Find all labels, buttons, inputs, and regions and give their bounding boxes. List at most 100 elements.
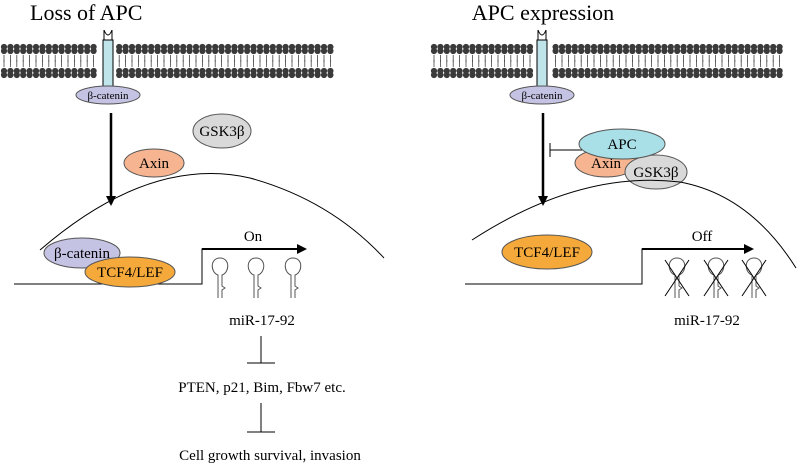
lipid-head bbox=[167, 47, 174, 55]
lipid-head bbox=[693, 71, 700, 79]
lipid-head bbox=[77, 71, 84, 79]
lipid-head bbox=[52, 47, 59, 55]
lipid-head bbox=[199, 71, 206, 79]
lipid-head bbox=[45, 47, 52, 55]
lipid-head bbox=[26, 71, 33, 79]
lipid-head bbox=[437, 47, 444, 55]
lipid-head bbox=[526, 71, 534, 79]
lipid-head bbox=[680, 71, 687, 79]
lipid-head bbox=[622, 47, 630, 55]
lipid-head bbox=[494, 71, 502, 79]
lipid-head bbox=[776, 71, 783, 79]
lipid-head bbox=[122, 47, 129, 55]
lipid-head bbox=[565, 47, 572, 55]
lipid-head bbox=[231, 71, 238, 79]
lipid-head bbox=[750, 47, 758, 55]
lipid-head bbox=[661, 71, 668, 79]
lipid-head bbox=[173, 71, 180, 79]
mirna-left-label: miR-17-92 bbox=[229, 313, 295, 329]
lipid-head bbox=[456, 71, 463, 79]
lipid-head bbox=[699, 71, 706, 79]
lipid-head bbox=[301, 47, 308, 55]
lipid-head bbox=[141, 71, 148, 79]
lipid-head bbox=[269, 47, 276, 55]
lipid-head bbox=[507, 47, 514, 55]
lipid-head bbox=[141, 47, 148, 55]
lipid-head bbox=[250, 71, 257, 79]
lipid-head bbox=[648, 47, 655, 55]
lipid-head bbox=[7, 71, 14, 79]
lipid-head bbox=[244, 47, 251, 55]
lipid-head bbox=[501, 47, 508, 55]
lipid-head bbox=[571, 71, 578, 79]
lipid-head bbox=[443, 47, 450, 55]
lipid-head bbox=[276, 71, 283, 79]
tcf4-lef-right bbox=[501, 234, 593, 270]
lipid-head bbox=[212, 47, 219, 55]
lipid-head bbox=[616, 71, 623, 79]
lipid-head bbox=[237, 47, 244, 55]
lipid-head bbox=[32, 71, 40, 79]
lipid-head bbox=[699, 47, 706, 55]
lipid-head bbox=[71, 71, 78, 79]
lipid-head bbox=[648, 71, 655, 79]
lipid-head bbox=[462, 71, 470, 79]
gsk3b-left-label: GSK3β bbox=[199, 124, 244, 140]
lipid-head bbox=[661, 47, 668, 55]
lipid-head bbox=[180, 47, 187, 55]
lipid-head bbox=[327, 71, 334, 79]
lipid-head bbox=[320, 71, 328, 79]
targets-label: PTEN, p21, Bim, Fbw7 etc. bbox=[178, 380, 346, 396]
lipid-head bbox=[263, 71, 270, 79]
lipid-head bbox=[770, 71, 777, 79]
lipid-head bbox=[469, 71, 476, 79]
lipid-head bbox=[578, 47, 585, 55]
cell-membrane-right bbox=[430, 43, 783, 79]
tcf4-lef-left-label: TCF4/LEF bbox=[97, 265, 163, 281]
gsk3b-left bbox=[192, 113, 252, 149]
lipid-head bbox=[32, 47, 40, 55]
lipid-head bbox=[0, 47, 8, 55]
nucleus-membrane-right bbox=[471, 179, 797, 269]
lipid-head bbox=[64, 47, 72, 55]
lipid-head bbox=[667, 71, 674, 79]
transcription-off-label: Off bbox=[692, 229, 713, 245]
lipid-head bbox=[58, 47, 65, 55]
lipid-head bbox=[39, 71, 46, 79]
lipid-head bbox=[135, 71, 142, 79]
lipid-head bbox=[718, 47, 726, 55]
lipid-head bbox=[116, 47, 123, 55]
lipid-head bbox=[750, 71, 758, 79]
lipid-head bbox=[314, 47, 321, 55]
lipid-head bbox=[584, 71, 591, 79]
lipid-head bbox=[84, 71, 91, 79]
lipid-head bbox=[603, 71, 610, 79]
lipid-head bbox=[128, 47, 136, 55]
lipid-head bbox=[90, 47, 97, 55]
tcf4-lef-left bbox=[84, 256, 176, 288]
lipid-head bbox=[39, 47, 46, 55]
lipid-head bbox=[686, 71, 694, 79]
lipid-head bbox=[693, 47, 700, 55]
lipid-head bbox=[282, 71, 289, 79]
lipid-head bbox=[437, 71, 444, 79]
lipid-head bbox=[327, 47, 334, 55]
lipid-head bbox=[763, 47, 770, 55]
lipid-head bbox=[552, 71, 559, 79]
lipid-head bbox=[295, 71, 302, 79]
mirna-hairpin bbox=[211, 257, 229, 298]
tcf4-lef-right-label: TCF4/LEF bbox=[514, 245, 580, 261]
lipid-head bbox=[654, 47, 662, 55]
cross-mark bbox=[741, 259, 767, 297]
lipid-head bbox=[456, 47, 463, 55]
lipid-head bbox=[301, 71, 308, 79]
lipid-head bbox=[160, 71, 168, 79]
apc-label: APC bbox=[607, 137, 636, 153]
lipid-head bbox=[256, 71, 264, 79]
lipid-head bbox=[520, 71, 527, 79]
lipid-head bbox=[674, 71, 681, 79]
lipid-head bbox=[514, 47, 521, 55]
lipid-head bbox=[654, 71, 662, 79]
lipid-head bbox=[584, 47, 591, 55]
nucleus-membrane-left bbox=[39, 173, 385, 259]
